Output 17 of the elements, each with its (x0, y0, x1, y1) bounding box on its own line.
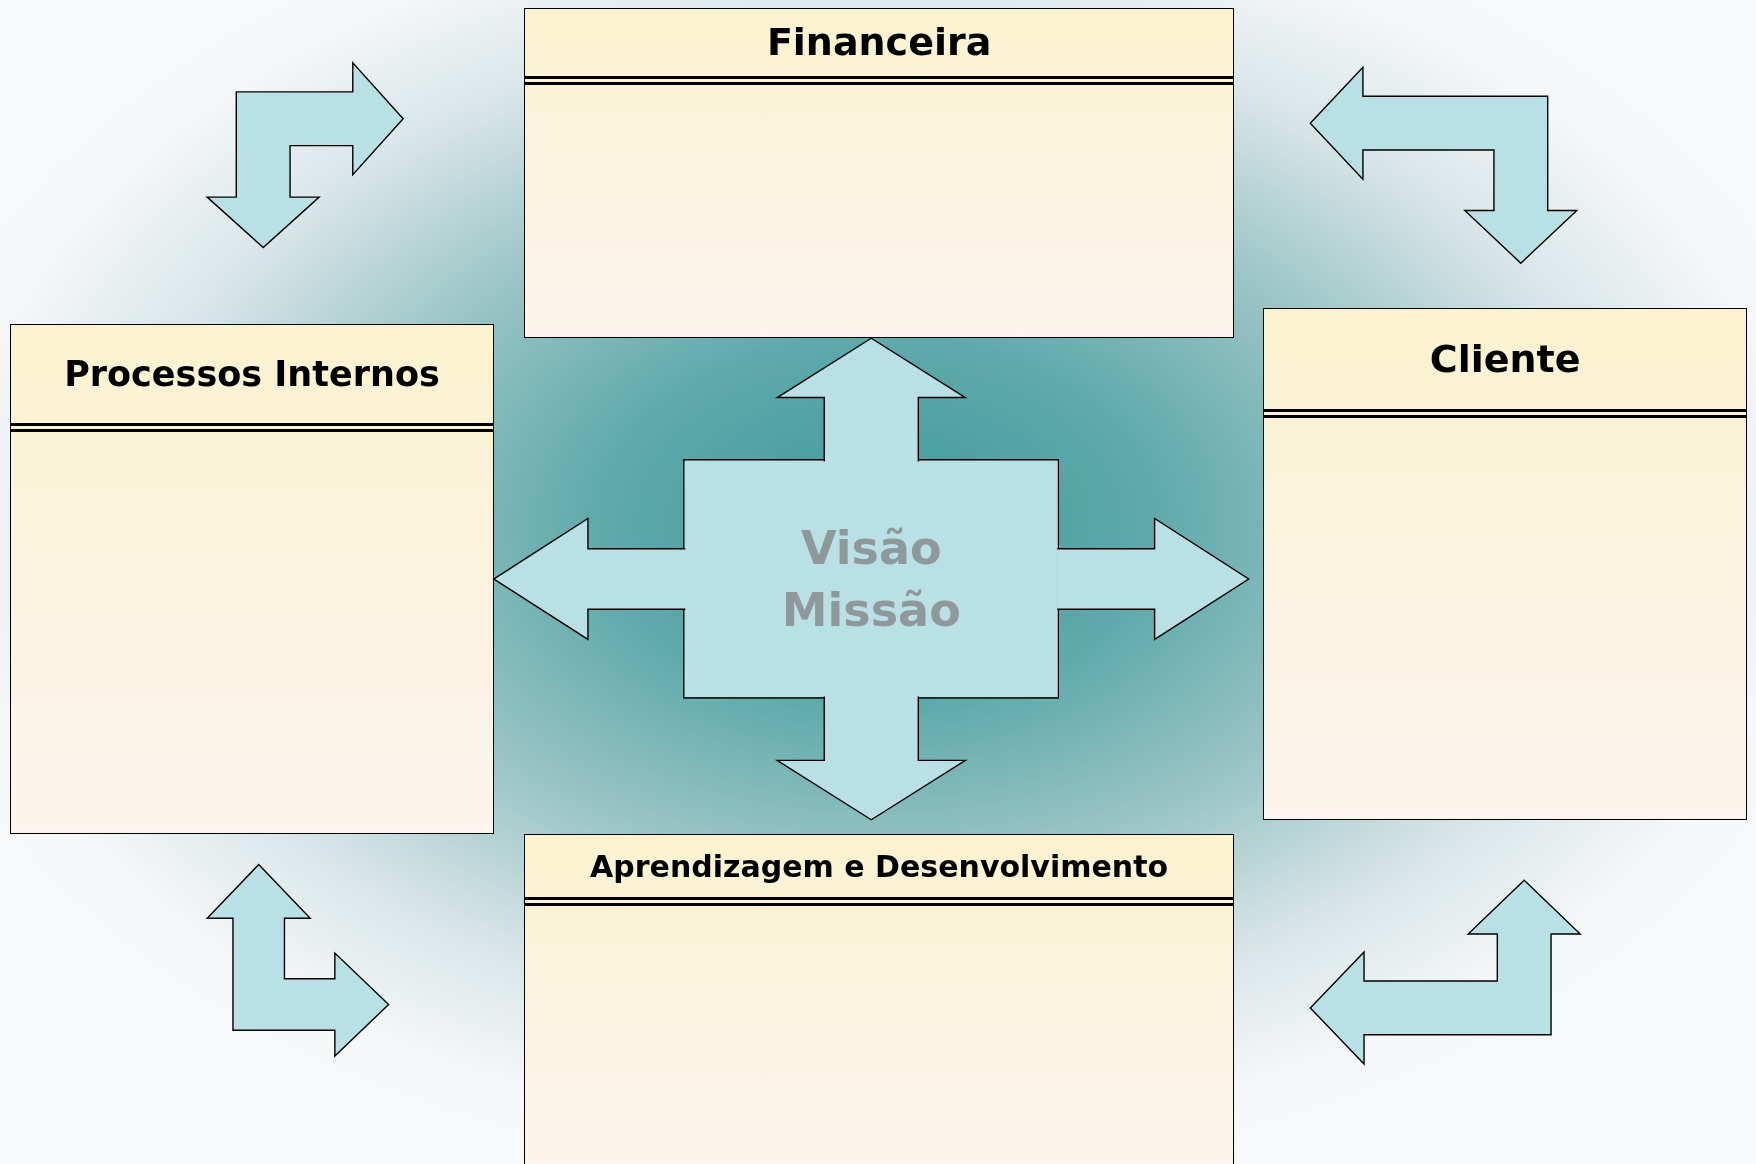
block-arrow (1309, 879, 1582, 1066)
perspective-box (524, 834, 1235, 1164)
block-arrow (205, 60, 405, 249)
block-arrow (492, 517, 687, 641)
perspective-title: Cliente (1429, 336, 1581, 381)
perspective-title: Aprendizagem e Desenvolvimento (590, 848, 1169, 884)
block-arrow (774, 337, 968, 463)
block-arrow (774, 695, 968, 821)
perspective-box (10, 323, 494, 835)
perspective-title: Processos Internos (64, 353, 440, 394)
block-arrow (205, 863, 390, 1058)
perspective-title: Financeira (766, 20, 992, 65)
vision-mission-text: Visão Missão (780, 520, 962, 639)
perspective-box (1263, 307, 1747, 820)
block-arrow (1309, 65, 1579, 265)
block-arrow (1056, 517, 1250, 641)
perspective-box (524, 7, 1235, 339)
